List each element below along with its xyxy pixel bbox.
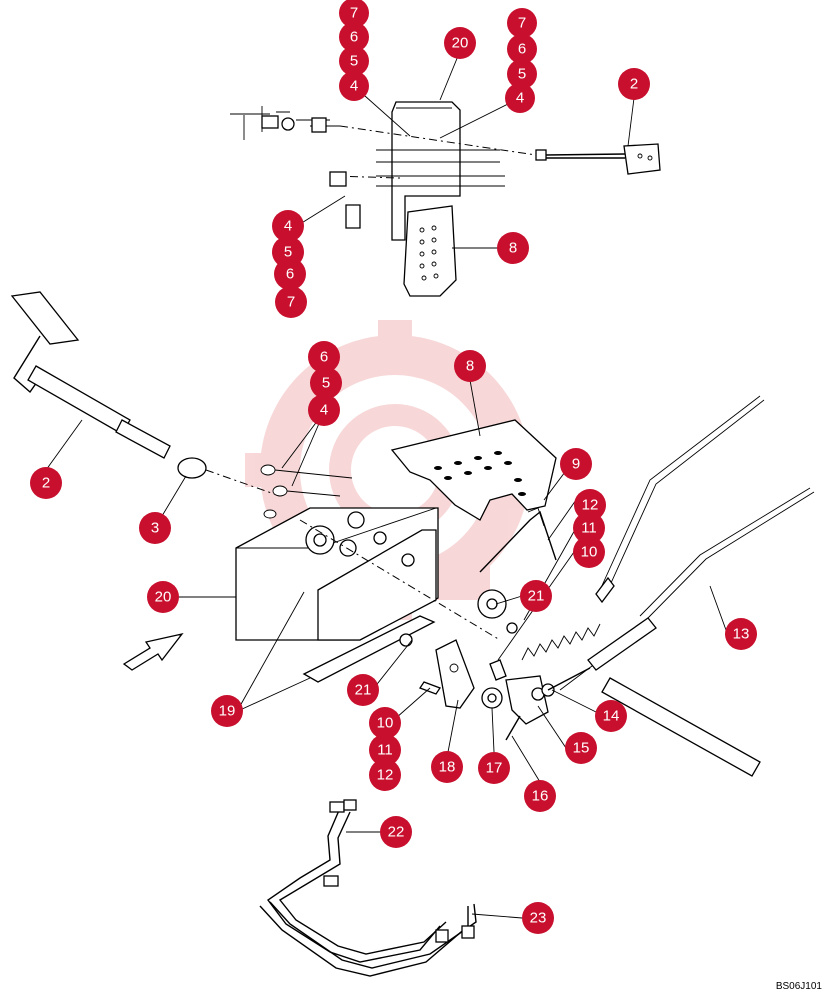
callout: 20: [444, 27, 476, 59]
svg-text:15: 15: [573, 740, 590, 757]
svg-text:21: 21: [528, 588, 545, 605]
svg-text:11: 11: [377, 742, 393, 759]
callout: 12: [369, 759, 401, 791]
callout: 19: [211, 695, 243, 727]
callout: 9: [560, 448, 592, 480]
callout: 8: [454, 350, 486, 382]
callout: 2: [618, 68, 650, 100]
svg-text:13: 13: [733, 626, 750, 643]
svg-text:6: 6: [518, 41, 526, 58]
svg-text:4: 4: [350, 78, 358, 95]
svg-text:5: 5: [350, 53, 358, 70]
callout: 21: [520, 580, 552, 612]
svg-text:5: 5: [322, 375, 330, 392]
svg-text:11: 11: [581, 520, 597, 537]
svg-text:23: 23: [530, 910, 547, 927]
svg-text:7: 7: [287, 294, 295, 311]
svg-text:4: 4: [320, 402, 328, 419]
callout: 2: [30, 467, 62, 499]
svg-text:7: 7: [350, 5, 358, 22]
svg-text:4: 4: [284, 218, 292, 235]
callout: 12: [574, 489, 606, 521]
callouts: 7 6 5 4 20 7 6 5 4 2 4 5 6 7 8 6 5 4 8 9…: [30, 0, 757, 934]
svg-text:4: 4: [516, 90, 524, 107]
callout: 5: [339, 46, 369, 76]
svg-text:12: 12: [377, 767, 394, 784]
svg-text:7: 7: [518, 15, 526, 32]
callout: 23: [522, 902, 554, 934]
hydraulic-lines: [259, 799, 477, 977]
svg-text:2: 2: [630, 76, 638, 93]
svg-text:6: 6: [350, 29, 358, 46]
callout: 6: [507, 34, 537, 64]
svg-text:8: 8: [466, 358, 474, 375]
callout: 11: [369, 734, 401, 766]
svg-text:19: 19: [219, 703, 236, 720]
callout: 7: [275, 286, 307, 318]
callout: 4: [505, 83, 535, 113]
callout: 21: [347, 674, 379, 706]
callout: 11: [573, 512, 605, 544]
svg-text:2: 2: [42, 475, 50, 492]
callout: 10: [369, 707, 401, 739]
svg-text:5: 5: [518, 66, 526, 83]
callout: 17: [478, 752, 510, 784]
callout: 7: [507, 8, 537, 38]
callout: 18: [431, 751, 463, 783]
callout: 8: [497, 232, 529, 264]
callout: 4: [339, 71, 369, 101]
callout: 5: [507, 59, 537, 89]
callout: 5: [310, 367, 342, 399]
callout: 4: [272, 210, 304, 242]
svg-text:18: 18: [439, 759, 456, 776]
drawing-code-label: BS06J101: [775, 981, 822, 992]
svg-text:6: 6: [286, 266, 294, 283]
callout: 16: [524, 780, 556, 812]
svg-text:17: 17: [486, 760, 503, 777]
callout: 6: [274, 258, 306, 290]
svg-text:21: 21: [355, 682, 372, 699]
callout: 14: [595, 700, 627, 732]
callout: 7: [339, 0, 369, 28]
callout: 4: [308, 394, 340, 426]
main-assembly: [10, 291, 815, 777]
svg-text:3: 3: [151, 520, 159, 537]
svg-text:6: 6: [320, 349, 328, 366]
upper-detail-assembly: [230, 101, 661, 297]
svg-text:9: 9: [572, 456, 580, 473]
callout: 22: [380, 816, 412, 848]
callout: 3: [139, 512, 171, 544]
svg-text:16: 16: [532, 788, 549, 805]
callout: 13: [725, 618, 757, 650]
svg-text:22: 22: [388, 824, 405, 841]
callout: 6: [339, 22, 369, 52]
svg-text:5: 5: [284, 244, 292, 261]
svg-text:20: 20: [155, 589, 172, 606]
svg-text:20: 20: [452, 35, 469, 52]
callout: 10: [573, 536, 605, 568]
svg-text:10: 10: [581, 544, 598, 561]
callout: 6: [308, 341, 340, 373]
svg-text:14: 14: [603, 708, 620, 725]
callout: 20: [147, 581, 179, 613]
svg-text:12: 12: [582, 497, 599, 514]
svg-text:8: 8: [509, 240, 517, 257]
svg-text:10: 10: [377, 715, 394, 732]
callout: 15: [565, 732, 597, 764]
